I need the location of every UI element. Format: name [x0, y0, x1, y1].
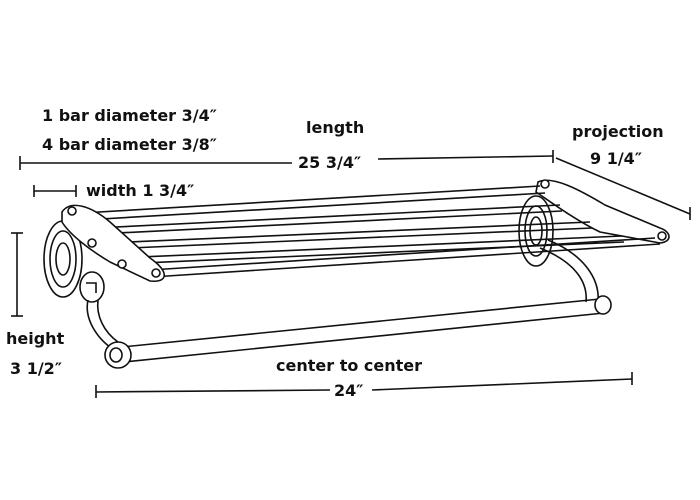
top-rails [81, 185, 661, 278]
projection-value: 9 1/4″ [590, 149, 642, 168]
lower-bar [104, 295, 612, 369]
dimension-lines [11, 150, 691, 398]
height-value: 3 1/2″ [10, 359, 62, 378]
length-value: 25 3/4″ [298, 153, 361, 172]
bar4-diameter-label: 4 bar diameter 3/8″ [42, 135, 217, 154]
towel-rack-illustration [43, 179, 670, 369]
width-label: width 1 3/4″ [86, 181, 194, 200]
left-wall-rosette [43, 220, 83, 298]
bar1-diameter-label: 1 bar diameter 3/4″ [42, 106, 217, 125]
length-label: length [306, 118, 364, 137]
height-label: height [6, 329, 65, 348]
center-to-center-value: 24″ [334, 381, 363, 400]
center-to-center-label: center to center [276, 356, 422, 375]
projection-label: projection [572, 122, 664, 141]
